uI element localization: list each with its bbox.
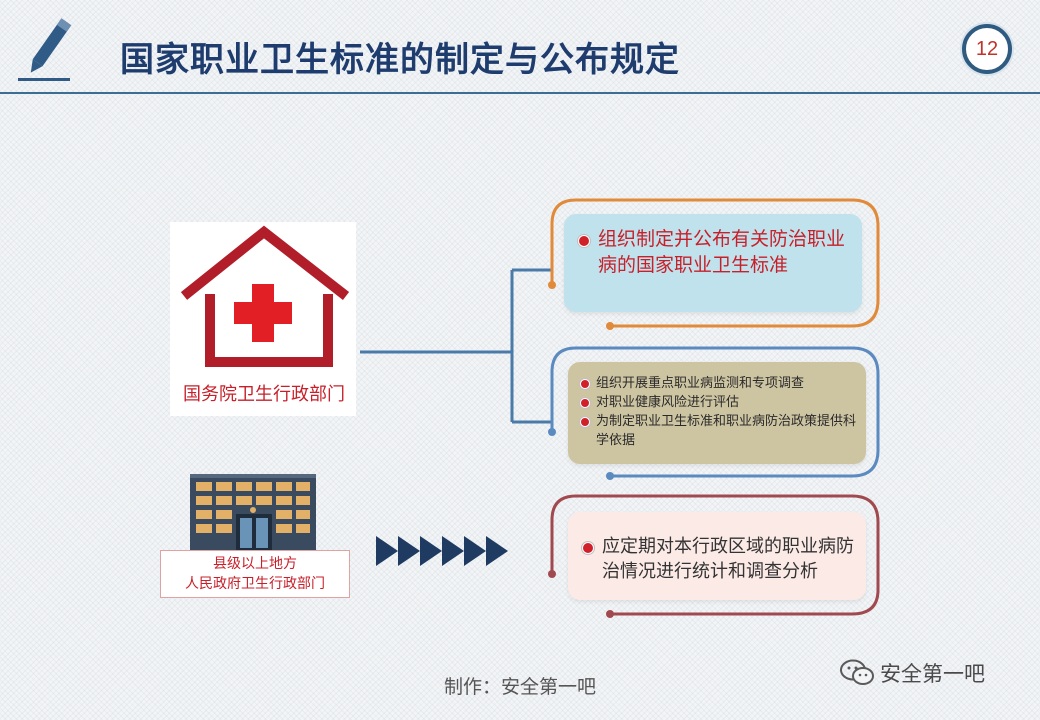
- header-divider: [0, 92, 1040, 94]
- bullet-dot-icon: [582, 542, 594, 554]
- list-item: 组织开展重点职业病监测和专项调查: [580, 374, 864, 393]
- national-dept-label: 国务院卫生行政部门: [183, 384, 345, 405]
- watermark: 安全第一吧: [840, 658, 985, 688]
- national-dept-card: [170, 222, 356, 416]
- footer-credit: 制作：安全第一吧: [443, 676, 596, 698]
- local-dept-label-line1: 县级以上地方: [213, 556, 297, 572]
- duty-text: 应定期对本行政区域的职业病防治情况进行统计和调查分析: [602, 536, 854, 582]
- list-item: 组织制定并公布有关防治职业病的国家职业卫生标准: [578, 226, 848, 278]
- duty-box-1: [564, 214, 862, 312]
- duty-text: 为制定职业卫生标准和职业病防治政策提供科学依据: [596, 414, 857, 448]
- duty-text: 对职业健康风险进行评估: [596, 395, 740, 410]
- duty-box-2: [568, 362, 866, 464]
- duty-box-3-content: 应定期对本行政区域的职业病防治情况进行统计和调查分析: [582, 534, 858, 584]
- local-dept-label: 县级以上地方 人民政府卫生行政部门: [160, 550, 350, 598]
- page-number-badge: 12: [962, 24, 1012, 74]
- building-icon: [190, 474, 316, 552]
- watermark-text: 安全第一吧: [880, 662, 985, 686]
- page-title: 国家职业卫生标准的制定与公布规定: [120, 40, 680, 80]
- bracket-connector: [360, 268, 552, 424]
- hospital-house-icon: [180, 225, 350, 367]
- duty-box-1-content: 组织制定并公布有关防治职业病的国家职业卫生标准: [578, 226, 848, 278]
- bullet-dot-icon: [578, 235, 590, 247]
- local-dept-label-line2: 人民政府卫生行政部门: [185, 576, 325, 592]
- duty-box-3: [568, 512, 866, 600]
- list-item: 应定期对本行政区域的职业病防治情况进行统计和调查分析: [582, 534, 858, 584]
- list-item: 为制定职业卫生标准和职业病防治政策提供科学依据: [580, 412, 864, 450]
- wechat-icon: [840, 659, 874, 685]
- duty-box-2-content: 组织开展重点职业病监测和专项调查 对职业健康风险进行评估 为制定职业卫生标准和职…: [580, 374, 864, 450]
- bullet-dot-icon: [580, 379, 590, 389]
- bullet-dot-icon: [580, 398, 590, 408]
- duty-text: 组织制定并公布有关防治职业病的国家职业卫生标准: [598, 228, 846, 276]
- chevron-arrows-icon: [376, 536, 508, 566]
- duty-text: 组织开展重点职业病监测和专项调查: [596, 376, 805, 391]
- list-item: 对职业健康风险进行评估: [580, 393, 864, 412]
- bullet-dot-icon: [580, 417, 590, 427]
- pencil-icon: [18, 18, 72, 81]
